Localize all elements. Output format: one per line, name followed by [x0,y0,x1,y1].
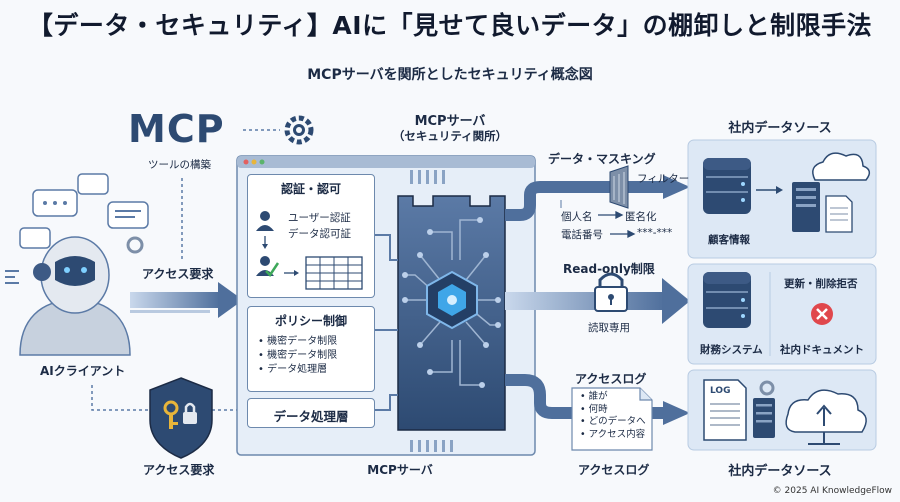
gear-icon-log [759,380,775,396]
mcp-logo: MCP [128,107,225,151]
padlock-icon [594,272,628,312]
auth-box: 認証・認可 ユーザー認証 データ認可証 [247,174,375,298]
access-request-bottom-label: アクセス要求 [143,463,215,477]
log-doc-label: LOG [710,386,731,396]
server-icon [753,398,775,438]
ai-client-label: AIクライアント [40,364,126,378]
shield-key-icon [149,377,213,459]
cloud-upload-icon [785,389,867,445]
log-document-icon [703,379,747,441]
ai-robot-icon [19,236,131,356]
access-log-list: 誰が 何時 どのデータへ アクセス内容 [580,391,646,441]
update-refused-label: 更新・削除拒否 [784,278,858,290]
access-log-item: 誰が [580,391,646,404]
mcp-server-title: MCPサーバ [414,114,486,129]
access-request-arrow [130,282,243,318]
database-icon [703,158,751,214]
mask-from-name: 個人名 [561,211,593,223]
finance-database-icon [703,272,751,328]
masking-arrow [505,175,690,221]
policy-item: 機密データ制限 [258,349,337,363]
filter-label: フィルター [637,173,690,185]
sources-footer: 社内データソース [728,464,832,479]
refuse-icon [811,303,833,325]
grid-table-icon [284,256,363,290]
access-log-item: 何時 [580,404,646,417]
cloud-server-icon [792,152,871,233]
finance-system-label: 財務システム [700,344,763,356]
gateway-chip-icon [397,170,506,452]
filter-icon [609,165,629,209]
chat-bubbles-icon [19,173,149,249]
data-layer-box: データ処理層 [247,398,375,428]
mask-to-anon: 匿名化 [625,211,657,223]
documents-label: 社内ドキュメント [780,344,864,356]
access-log-item: どのデータへ [580,416,646,429]
customer-info-label: 顧客情報 [708,234,750,246]
mask-from-phone: 電話番号 [561,229,603,241]
access-request-label: アクセス要求 [142,267,214,281]
readonly-title: Read-only制限 [563,262,655,276]
access-log-footer: アクセスログ [578,463,650,477]
auth-box-title: 認証・認可 [280,182,341,196]
mcp-server-subtitle: （セキュリティ関所） [392,129,508,143]
user-auth-label: ユーザー認証 [288,212,351,224]
mcp-logo-caption: ツールの構築 [148,159,211,171]
policy-item: データ処理層 [258,363,337,377]
copyright: © 2025 AI KnowledgeFlow [772,486,892,496]
sources-header: 社内データソース [728,121,832,136]
masking-title: データ・マスキング [548,152,656,166]
gear-icon [284,115,314,145]
policy-box-title: ポリシー制御 [274,314,347,328]
data-auth-label: データ認可証 [288,228,351,240]
access-log-item: アクセス内容 [580,429,646,442]
policy-item: 機密データ制限 [258,335,337,349]
access-log-arrow [505,374,690,425]
user-icons [256,211,280,277]
page-title: 【データ・セキュリティ】AIに「見せて良いデータ」の棚卸しと制限手法 [27,11,873,40]
data-layer-title: データ処理層 [273,409,349,424]
readonly-caption: 読取専用 [588,322,630,334]
mcp-server-footer: MCPサーバ [367,463,433,477]
gear-icon-small [126,236,144,254]
mask-to-stars: ***-*** [637,227,673,239]
access-log-title: アクセスログ [575,372,647,386]
page-subtitle: MCPサーバを関所としたセキュリティ概念図 [307,67,593,83]
policy-box: ポリシー制御 機密データ制限 機密データ制限 データ処理層 [247,306,375,392]
